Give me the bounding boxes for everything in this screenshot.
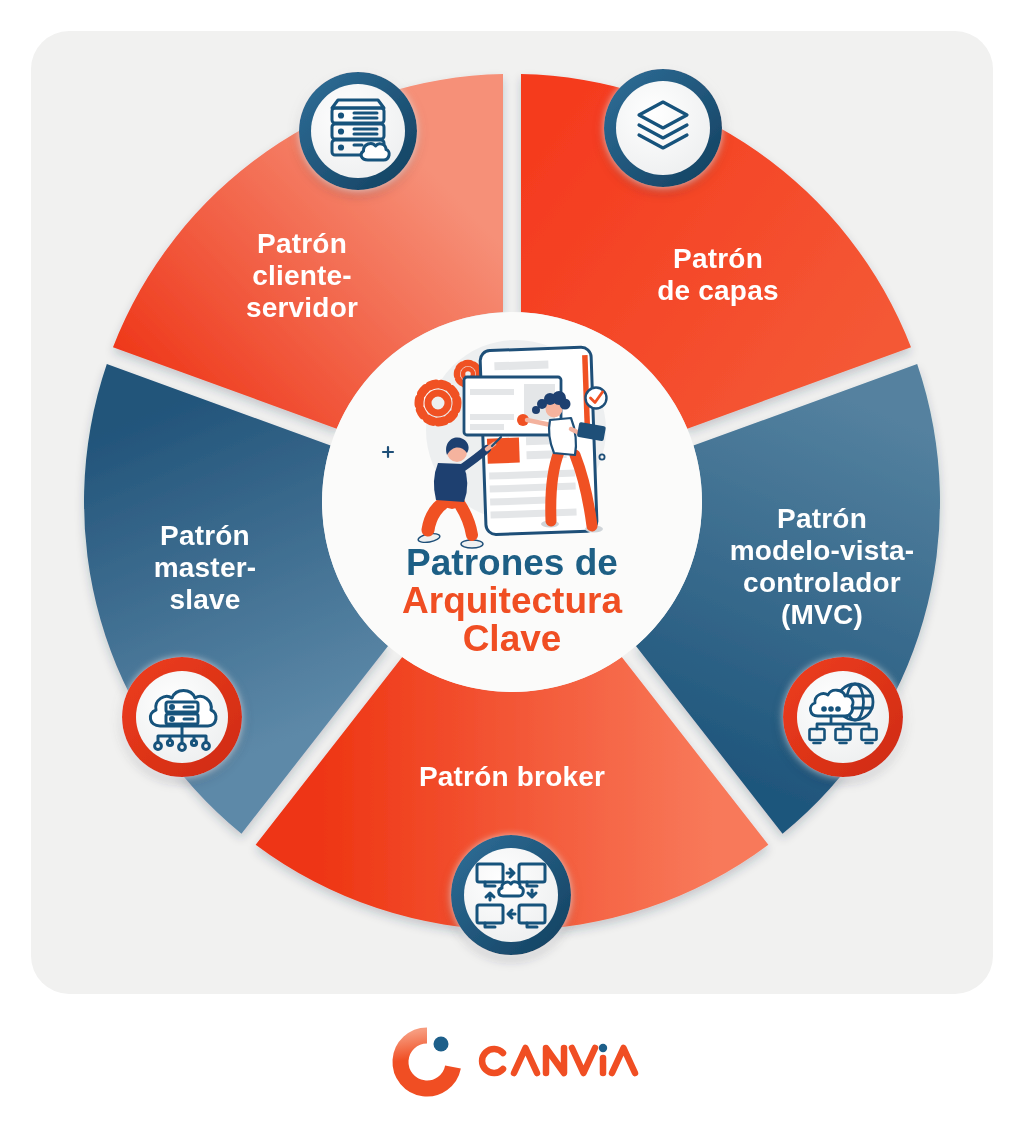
layers-icon — [604, 69, 722, 187]
globe-network-icon — [783, 657, 903, 777]
title-line-2: Arquitectura — [402, 582, 622, 620]
check-badge-icon — [586, 388, 607, 409]
canvia-logo — [400, 1036, 635, 1089]
wordmark-i-dot — [599, 1044, 607, 1052]
wheel-title: Patrones de Arquitectura Clave — [402, 544, 622, 658]
label-mvc: Patrón modelo-vista- controlador (MVC) — [730, 503, 915, 631]
label-de-capas: Patrón de capas — [657, 243, 778, 307]
label-master-slave: Patrón master- slave — [154, 520, 257, 616]
canvia-logo-mark — [400, 1036, 453, 1089]
cloud-server-icon — [122, 657, 242, 777]
title-line-3: Clave — [402, 620, 622, 658]
server-cloud-icon — [299, 72, 417, 190]
label-broker: Patrón broker — [419, 761, 605, 793]
network-cycle-icon — [451, 835, 571, 955]
label-cliente-servidor: Patrón cliente- servidor — [246, 228, 358, 324]
title-line-1: Patrones de — [402, 544, 622, 582]
canvia-wordmark — [482, 1048, 635, 1073]
